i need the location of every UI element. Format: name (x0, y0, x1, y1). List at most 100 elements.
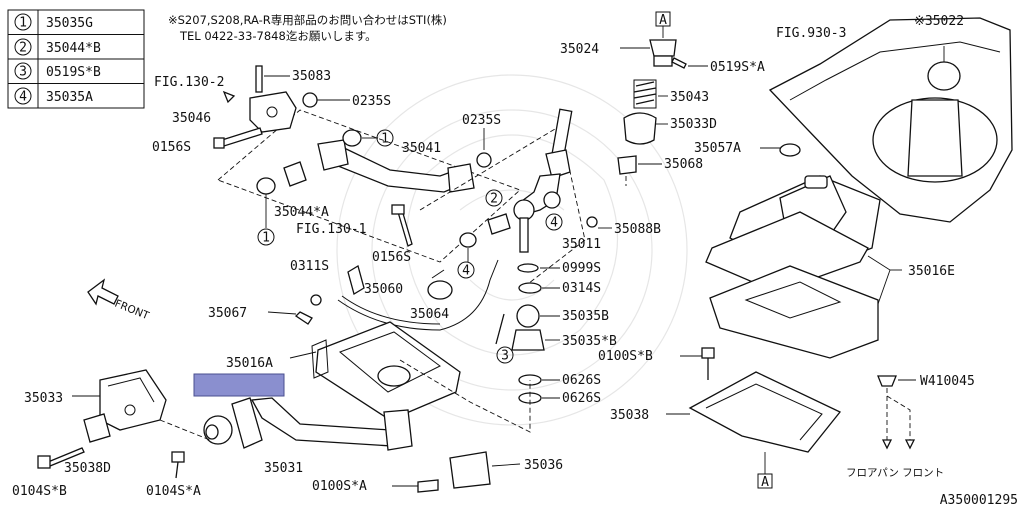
plate-35016e-middle[interactable] (705, 211, 869, 293)
bushing-1-upper[interactable] (342, 129, 362, 147)
nut-0235s-a[interactable] (302, 92, 318, 108)
screw-0519sa[interactable] (671, 57, 687, 69)
label-35068[interactable]: 35068 (664, 157, 703, 172)
callout-4a: 4 (550, 216, 558, 231)
upper-linkage (213, 65, 521, 263)
legend-table: 1 35035G 2 35044*B 3 0519S*B 4 35035A (7, 9, 145, 109)
label-0235s-b[interactable]: 0235S (462, 113, 501, 128)
spacer-35044a[interactable] (283, 161, 307, 187)
label-35038[interactable]: 35038 (610, 408, 649, 423)
pin-35067[interactable] (294, 311, 313, 325)
bracket-35046[interactable] (249, 91, 297, 133)
ring-0314s[interactable] (518, 282, 542, 294)
front-label: FRONT (113, 298, 151, 323)
knob-35064[interactable] (427, 280, 453, 300)
callout-1a: 1 (381, 132, 389, 147)
label-35044a[interactable]: 35044*A (274, 205, 329, 220)
label-w410045[interactable]: W410045 (920, 374, 975, 389)
label-35022[interactable]: ※35022 (914, 14, 964, 29)
washer-0311s[interactable] (310, 294, 322, 306)
link-0311s[interactable] (347, 265, 365, 295)
spring-35043[interactable] (633, 81, 657, 105)
clip-0999s[interactable] (517, 263, 539, 273)
label-35035x[interactable]: 35035*B (562, 334, 617, 349)
label-35041[interactable]: 35041 (402, 141, 441, 156)
bracket-35036[interactable] (449, 451, 491, 489)
label-0104sa[interactable]: 0104S*A (146, 484, 201, 499)
clip-35038d[interactable] (83, 413, 111, 443)
label-35011[interactable]: 35011 (562, 237, 601, 252)
label-0104sb[interactable]: 0104S*B (12, 484, 67, 499)
bushing-4-lower[interactable] (459, 232, 477, 248)
shift-rod-upper[interactable] (551, 108, 573, 156)
cap-35024[interactable] (649, 39, 677, 57)
clip-w410045[interactable] (877, 375, 897, 387)
ref-a-bottom: A (761, 475, 769, 490)
bushing-1-lower[interactable] (256, 177, 276, 195)
label-0314s[interactable]: 0314S (562, 281, 601, 296)
label-0100sa[interactable]: 0100S*A (312, 479, 367, 494)
label-0100sb[interactable]: 0100S*B (598, 349, 653, 364)
clip-35057a[interactable] (779, 143, 801, 157)
label-35057a[interactable]: 35057A (694, 141, 741, 156)
highlight-box (193, 373, 285, 397)
note-line-1: ※S207,S208,RA-R専用部品のお問い合わせはSTI(株) (168, 13, 447, 27)
label-35024[interactable]: 35024 (560, 42, 599, 57)
label-0156s-b[interactable]: 0156S (372, 250, 411, 265)
label-35033d[interactable]: 35033D (670, 117, 717, 132)
boot-35033d[interactable] (623, 112, 657, 145)
label-35031[interactable]: 35031 (264, 461, 303, 476)
label-0626s-a[interactable]: 0626S (562, 373, 601, 388)
cable-35060[interactable] (337, 259, 499, 331)
label-35016a[interactable]: 35016A (226, 356, 273, 371)
label-35064[interactable]: 35064 (410, 307, 449, 322)
label-35083[interactable]: 35083 (292, 69, 331, 84)
seat-35035b[interactable] (511, 329, 545, 351)
bush-35068[interactable] (617, 155, 637, 175)
spacer-2[interactable] (487, 213, 511, 235)
label-0156s-a[interactable]: 0156S (152, 140, 191, 155)
label-35046[interactable]: 35046 (172, 111, 211, 126)
bolt-0104sa[interactable] (171, 451, 185, 463)
label-0235s-a[interactable]: 0235S (352, 94, 391, 109)
label-0311s[interactable]: 0311S (290, 259, 329, 274)
bolt-0100sb[interactable] (701, 347, 715, 359)
label-35033[interactable]: 35033 (24, 391, 63, 406)
bracket-35033[interactable] (99, 369, 167, 431)
label-35036[interactable]: 35036 (524, 458, 563, 473)
label-0999s[interactable]: 0999S (562, 261, 601, 276)
label-35060[interactable]: 35060 (364, 282, 403, 297)
front-arrow: FRONT (87, 278, 151, 323)
label-35038d[interactable]: 35038D (64, 461, 111, 476)
label-35088b[interactable]: 35088B (614, 222, 661, 237)
label-fig930-3[interactable]: FIG.930-3 (776, 26, 846, 41)
bolt-0156s-b[interactable] (397, 209, 413, 247)
label-35067[interactable]: 35067 (208, 306, 247, 321)
callout-1b: 1 (262, 231, 270, 246)
label-fig130-2[interactable]: FIG.130-2 (154, 75, 224, 90)
screw-35088b[interactable] (586, 216, 598, 228)
rod-35041[interactable] (324, 145, 469, 193)
label-fig130-1[interactable]: FIG.130-1 (296, 222, 366, 237)
callout-4b: 4 (462, 264, 470, 279)
bolt-0156s-a[interactable] (221, 127, 263, 147)
label-0626s-b[interactable]: 0626S (562, 391, 601, 406)
ball-35035b[interactable] (516, 304, 540, 328)
label-35043[interactable]: 35043 (670, 90, 709, 105)
label-35035b[interactable]: 35035B (562, 309, 609, 324)
right-console (666, 17, 1013, 489)
mount-right[interactable] (231, 397, 263, 449)
shift-knob-35022[interactable] (927, 61, 961, 91)
label-0519sa[interactable]: 0519S*A (710, 60, 765, 75)
callouts: 1 1 2 3 4 4 (257, 129, 563, 364)
label-35016e[interactable]: 35016E (908, 264, 955, 279)
plate-35016e-lower[interactable] (709, 265, 879, 359)
bracket-35038[interactable] (688, 371, 842, 453)
nut-0235s-b[interactable] (476, 152, 492, 168)
pin-35083[interactable] (255, 65, 263, 93)
shift-boot-35022[interactable] (907, 99, 963, 177)
bolt-0100sa[interactable] (417, 479, 439, 493)
shift-rod-lower[interactable] (519, 217, 529, 253)
bushing-4-upper[interactable] (543, 191, 561, 209)
